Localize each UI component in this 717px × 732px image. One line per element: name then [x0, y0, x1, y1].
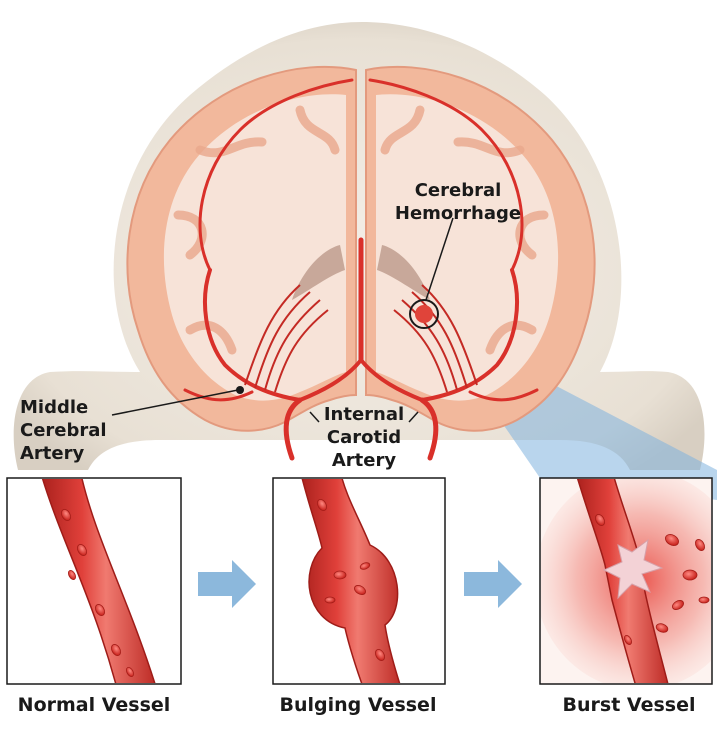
ica-label-line2: Carotid: [327, 427, 401, 448]
panel-bulging-vessel: [273, 470, 445, 700]
ica-label-line3: Artery: [332, 450, 396, 471]
ica-label-line1: Internal: [324, 404, 404, 425]
mca-marker: [236, 386, 244, 394]
hemorrhage-spot: [415, 305, 433, 323]
hemorrhage-label-line2: Hemorrhage: [395, 203, 521, 224]
caption-normal-vessel: Normal Vessel: [0, 694, 214, 716]
panel-normal-vessel: [7, 470, 181, 700]
mca-label-line2: Cerebral: [20, 420, 107, 441]
caption-bulging-vessel: Bulging Vessel: [238, 694, 478, 716]
hemorrhage-label-line1: Cerebral: [415, 180, 502, 201]
progression-arrow-2: [464, 560, 522, 608]
panel-burst-vessel: [535, 470, 717, 700]
mca-label-line1: Middle: [20, 397, 88, 418]
progression-arrow-1: [198, 560, 256, 608]
caption-burst-vessel: Burst Vessel: [509, 694, 717, 716]
mca-label-line3: Artery: [20, 443, 84, 464]
